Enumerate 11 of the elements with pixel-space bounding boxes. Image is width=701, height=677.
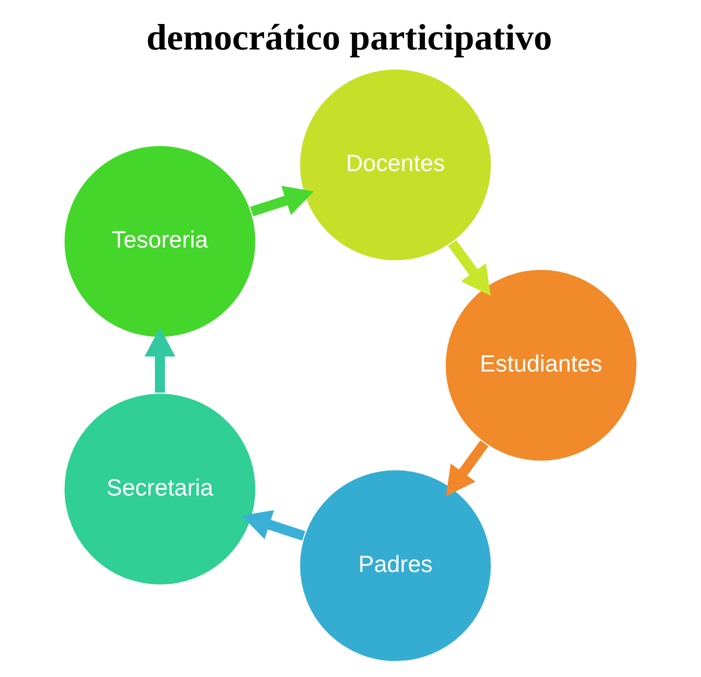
arrow	[446, 440, 488, 496]
node-circle: Docentes	[298, 68, 493, 262]
node-circle: Tesoreria	[62, 144, 257, 338]
node-circle: Padres	[298, 468, 493, 663]
node-circle: Estudiantes	[444, 268, 638, 462]
node-circle: Secretaria	[62, 392, 257, 586]
arrow	[144, 327, 176, 393]
diagram-title: democrático participativo	[146, 16, 552, 58]
arrow	[242, 510, 306, 541]
arrow	[448, 240, 491, 296]
arrow	[250, 186, 314, 216]
